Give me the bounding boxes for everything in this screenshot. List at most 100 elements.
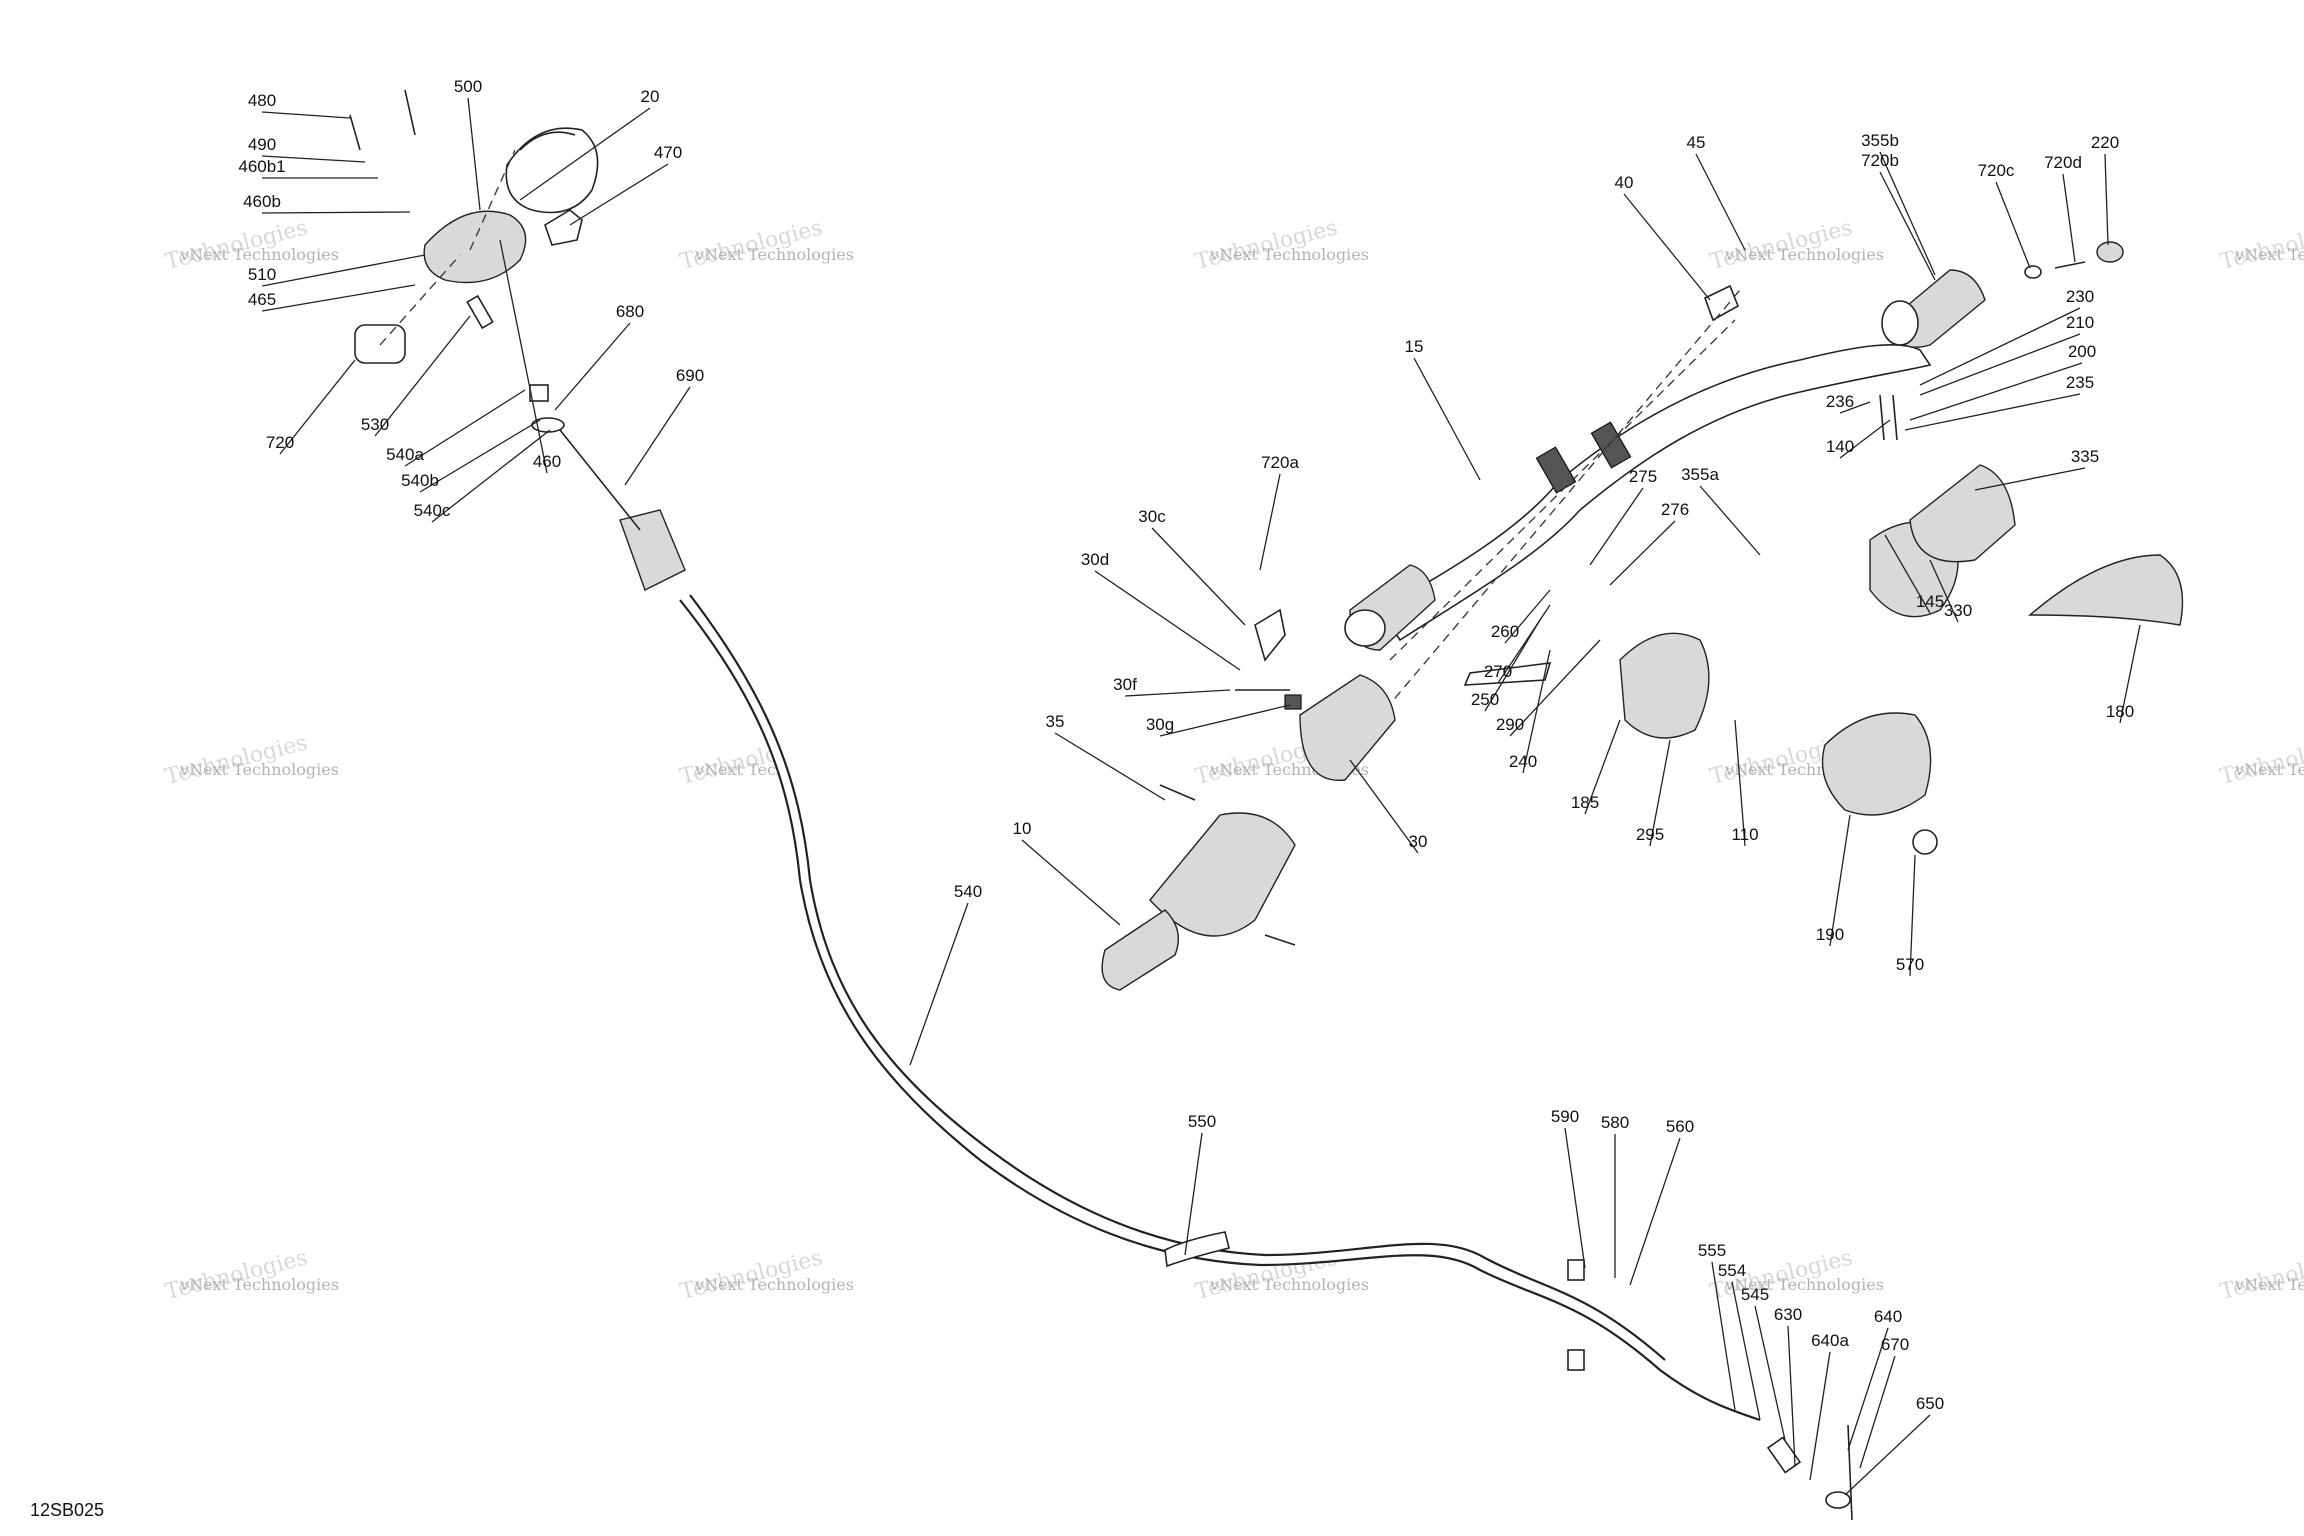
callout-label: 640a xyxy=(1811,1331,1849,1350)
leader-line xyxy=(1847,1327,1889,1451)
callout-label: 510 xyxy=(248,265,276,284)
leader-line xyxy=(261,155,366,163)
callout-label: 30 xyxy=(1409,832,1428,851)
callout-label: 30d xyxy=(1081,550,1109,569)
callout-label: 250 xyxy=(1471,690,1499,709)
callout-label: 185 xyxy=(1571,793,1599,812)
callout-label: 465 xyxy=(248,290,276,309)
leader-line xyxy=(1844,1414,1931,1496)
callout-label: 500 xyxy=(454,77,482,96)
callout-label: 275 xyxy=(1629,467,1657,486)
callout-label: 276 xyxy=(1661,500,1689,519)
leader-line xyxy=(1909,362,2083,421)
leader-line xyxy=(1919,333,2081,396)
callout-label: 335 xyxy=(2071,447,2099,466)
callout-label: 640 xyxy=(1874,1307,1902,1326)
right-controls-group xyxy=(1821,241,2184,855)
leader-line xyxy=(1809,1351,1831,1481)
leader-line xyxy=(1413,357,1481,481)
watermark-text: vNext Technologies xyxy=(1724,1275,1884,1294)
callout-label: 540b xyxy=(401,471,439,490)
leader-line xyxy=(1564,1127,1586,1269)
callout-label: 720 xyxy=(266,433,294,452)
screw-part xyxy=(2054,261,2086,269)
leader-line xyxy=(1629,1137,1681,1286)
leader-line xyxy=(909,902,969,1066)
callout-label: 30g xyxy=(1146,715,1174,734)
bracket-part xyxy=(544,209,583,246)
callout-label: 10 xyxy=(1013,819,1032,838)
guard-part xyxy=(2028,554,2184,626)
pin-part xyxy=(466,294,494,330)
callout-label: 295 xyxy=(1636,825,1664,844)
callout-label: 220 xyxy=(2091,133,2119,152)
watermark-text: vNext Technologies xyxy=(179,1275,339,1294)
callout-label: 540a xyxy=(386,445,424,464)
leader-line xyxy=(1995,181,2031,269)
callout-label: 630 xyxy=(1774,1305,1802,1324)
callout-label: 540 xyxy=(954,882,982,901)
leader-line xyxy=(1151,527,1246,626)
callout-label: 236 xyxy=(1826,392,1854,411)
leader-line xyxy=(1623,193,1711,301)
watermark-text: vNext Technologies xyxy=(1724,245,1884,264)
leader-line xyxy=(1829,814,1851,947)
callout-label: 545 xyxy=(1741,1285,1769,1304)
callout-label: 540c xyxy=(414,501,451,520)
leader-line xyxy=(1839,419,1891,459)
plug-part xyxy=(2096,241,2124,263)
leader-line xyxy=(1159,704,1291,737)
callout-label: 260 xyxy=(1491,622,1519,641)
callout-label: 20 xyxy=(641,87,660,106)
leader-line xyxy=(2119,624,2141,724)
leader-line xyxy=(1839,401,1871,414)
washer-part xyxy=(2024,265,2042,279)
leader-line xyxy=(1589,487,1644,566)
knob-part xyxy=(1912,829,1938,855)
leader-line xyxy=(1522,649,1551,774)
callout-label: 550 xyxy=(1188,1112,1216,1131)
grip-end-part xyxy=(1344,609,1386,647)
throttle-body-part xyxy=(1149,812,1296,937)
cable-bolt-part xyxy=(1847,1424,1853,1521)
throttle-housing-group xyxy=(349,89,599,433)
callout-label: 470 xyxy=(654,143,682,162)
callout-label: 190 xyxy=(1816,925,1844,944)
leader-line xyxy=(1021,839,1121,926)
callout-label: 355a xyxy=(1681,465,1719,484)
cover-ring-part xyxy=(505,127,599,214)
leader-line xyxy=(431,429,551,523)
leader-line xyxy=(1699,485,1761,556)
leader-line xyxy=(1497,604,1551,684)
watermark-text: vNext Technologies xyxy=(1209,1275,1369,1294)
throttle-cable-outer xyxy=(689,594,1666,1361)
leader-line xyxy=(1731,1281,1761,1421)
leader-line xyxy=(1929,559,1959,623)
leader-line xyxy=(261,111,351,119)
callout-label: 30c xyxy=(1138,507,1166,526)
leader-lines xyxy=(261,97,2141,1496)
callout-label: 290 xyxy=(1496,715,1524,734)
cable-clip-part xyxy=(1567,1259,1585,1281)
callout-label: 490 xyxy=(248,135,276,154)
leader-line xyxy=(467,97,481,211)
leader-line xyxy=(1711,1261,1736,1411)
callout-label: 580 xyxy=(1601,1113,1629,1132)
watermark-text: vNext Technologies xyxy=(179,760,339,779)
assembly-axis xyxy=(469,149,516,251)
callout-label: 555 xyxy=(1698,1241,1726,1260)
assembly-axis xyxy=(379,254,461,346)
callout-label: 235 xyxy=(2066,373,2094,392)
leader-line xyxy=(1859,1355,1896,1469)
leader-line xyxy=(1054,732,1166,801)
callout-labels: 480490460b1460b510465720530540a540b540c5… xyxy=(238,77,2134,1413)
leader-line xyxy=(1754,1305,1786,1441)
leader-line xyxy=(1974,467,2086,491)
callout-label: 560 xyxy=(1666,1117,1694,1136)
handlebar-band xyxy=(1590,421,1632,469)
leader-line xyxy=(1919,307,2081,386)
leader-line xyxy=(554,322,631,411)
cable-adjuster-part xyxy=(619,509,686,591)
pin-part xyxy=(1879,394,1885,441)
callout-label: 590 xyxy=(1551,1107,1579,1126)
